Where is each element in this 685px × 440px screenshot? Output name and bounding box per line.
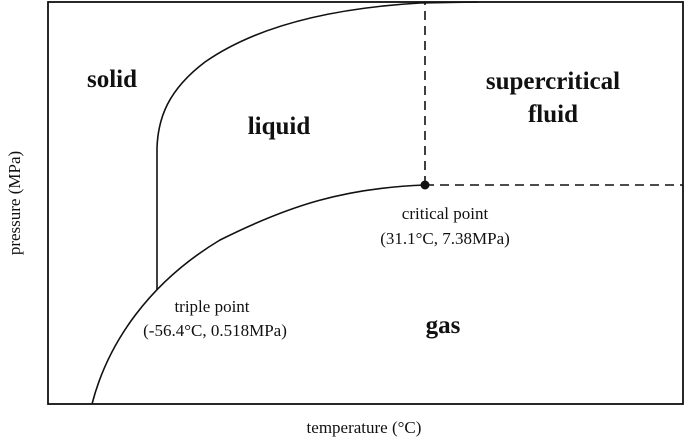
region-liquid-label: liquid [248,113,311,140]
region-gas-label: gas [426,312,461,339]
critical-point-value: (31.1°C, 7.38MPa) [380,229,510,248]
critical-point-marker [420,180,430,190]
critical-point-name: critical point [402,204,489,223]
triple-point-value: (-56.4°C, 0.518MPa) [143,321,287,340]
triple-point-name: triple point [174,297,249,316]
region-solid-label: solid [87,66,137,93]
x-axis-label: temperature (°C) [307,418,422,437]
region-supercritical-label: supercritical [486,68,620,95]
region-fluid-label: fluid [528,101,578,128]
y-axis-label: pressure (MPa) [5,151,24,255]
vaporization-curve [91,184,426,405]
melting-curve [156,1,479,290]
plot-frame [47,1,684,405]
